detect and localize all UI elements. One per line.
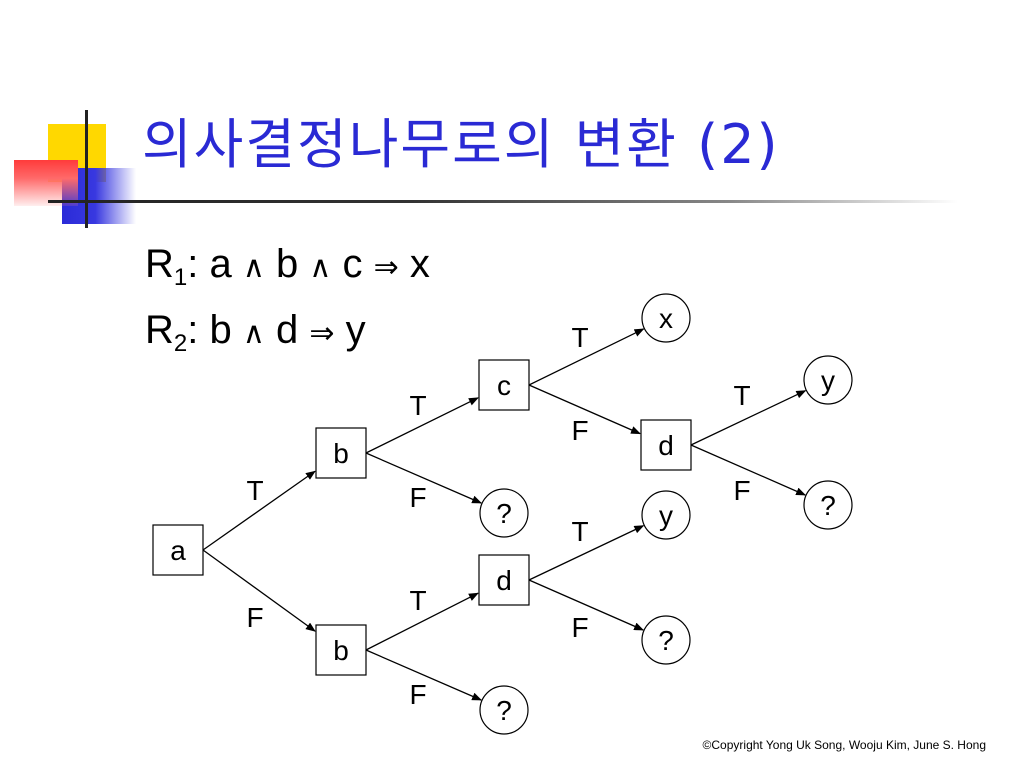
- edge-a-to-b2: [202, 549, 316, 632]
- tree-node-q1: ?: [479, 488, 529, 538]
- rule-2-implies-symbol: ⇒: [309, 316, 335, 351]
- edge-d1-to-q3: [528, 579, 645, 631]
- tree-node-d2: d: [640, 419, 692, 471]
- tree-node-a: a: [152, 524, 204, 576]
- node-circle: [641, 615, 691, 665]
- edge-c-to-x: [528, 328, 645, 386]
- node-circle: [641, 490, 691, 540]
- edge-b2-to-q2: [365, 649, 482, 701]
- rule-1-term-b: b: [275, 242, 299, 286]
- tree-node-q3: ?: [641, 615, 691, 665]
- edge-label-d2-to-y2: T: [733, 380, 750, 411]
- edge-label-d2-to-q4: F: [733, 475, 750, 506]
- rule-2-colon: :: [187, 308, 199, 352]
- node-label: x: [659, 303, 673, 334]
- node-label: y: [659, 500, 673, 531]
- edge-b1-to-q1: [365, 452, 482, 504]
- node-label: b: [333, 438, 349, 469]
- tree-node-y1: y: [641, 490, 691, 540]
- rule-1-conclusion: x: [409, 242, 430, 286]
- rule-2-prefix: R: [145, 308, 174, 352]
- node-box: [152, 524, 204, 576]
- edge-d1-to-y1: [528, 525, 645, 581]
- tree-node-x: x: [641, 293, 691, 343]
- node-circle: [479, 685, 529, 735]
- node-label: a: [170, 535, 186, 566]
- edge-label-b2-to-q2: F: [409, 679, 426, 710]
- copyright-notice: ©Copyright Yong Uk Song, Wooju Kim, June…: [702, 738, 986, 752]
- edge-label-b2-to-d1: T: [409, 585, 426, 616]
- node-box: [478, 554, 530, 606]
- tree-node-y2: y: [803, 355, 853, 405]
- edge-label-b1-to-q1: F: [409, 482, 426, 513]
- node-box: [315, 624, 367, 676]
- edge-label-c-to-d2: F: [571, 415, 588, 446]
- edge-a-to-b1: [202, 470, 316, 551]
- rule-1: R1: a ∧ b ∧ c ⇒ x: [145, 242, 430, 290]
- rule-1-implies-symbol: ⇒: [373, 250, 399, 285]
- node-box: [315, 427, 367, 479]
- edge-b2-to-d1: [365, 592, 479, 651]
- node-label: ?: [658, 625, 674, 656]
- edge-label-b1-to-c: T: [409, 390, 426, 421]
- decor-vertical-line: [85, 110, 88, 228]
- title-underline: [48, 200, 958, 203]
- edge-label-d1-to-y1: T: [571, 516, 588, 547]
- tree-node-q4: ?: [803, 480, 853, 530]
- rule-1-and-symbol: ∧: [242, 250, 265, 285]
- rule-2-term-d: d: [275, 308, 299, 352]
- rule-2-term-b: b: [209, 308, 232, 352]
- rule-1-term-c: c: [342, 242, 363, 286]
- node-label: d: [658, 430, 674, 461]
- edge-label-c-to-x: T: [571, 322, 588, 353]
- node-label: c: [497, 370, 511, 401]
- node-label: ?: [496, 498, 512, 529]
- node-circle: [803, 480, 853, 530]
- rule-1-subscript: 1: [173, 264, 188, 291]
- rule-1-term-a: a: [209, 242, 232, 286]
- decor-red-square: [14, 160, 78, 206]
- node-box: [640, 419, 692, 471]
- tree-node-q2: ?: [479, 685, 529, 735]
- node-label: y: [821, 365, 835, 396]
- node-label: ?: [496, 695, 512, 726]
- edge-d2-to-q4: [690, 444, 807, 496]
- node-label: d: [496, 565, 512, 596]
- rule-2-subscript: 2: [173, 330, 188, 357]
- tree-node-b1: b: [315, 427, 367, 479]
- node-circle: [803, 355, 853, 405]
- node-label: b: [333, 635, 349, 666]
- rule-2-conclusion: y: [345, 308, 366, 352]
- slide-title: 의사결정나무로의 변환 (2): [142, 113, 780, 176]
- rule-1-colon: :: [187, 242, 199, 286]
- rule-2: R2: b ∧ d ⇒ y: [145, 308, 366, 356]
- edge-d2-to-y2: [690, 390, 807, 446]
- edge-label-d1-to-q3: F: [571, 612, 588, 643]
- node-box: [478, 359, 530, 411]
- edge-b1-to-c: [365, 397, 479, 454]
- node-circle: [479, 488, 529, 538]
- tree-node-d1: d: [478, 554, 530, 606]
- tree-node-c: c: [478, 359, 530, 411]
- node-circle: [641, 293, 691, 343]
- rule-1-and-symbol: ∧: [309, 250, 332, 285]
- node-label: ?: [820, 490, 836, 521]
- rule-2-and-symbol: ∧: [242, 316, 265, 351]
- edge-c-to-d2: [528, 384, 641, 435]
- rule-1-prefix: R: [145, 242, 174, 286]
- tree-node-b2: b: [315, 624, 367, 676]
- edge-label-a-to-b2: F: [246, 602, 263, 633]
- edge-label-a-to-b1: T: [246, 475, 263, 506]
